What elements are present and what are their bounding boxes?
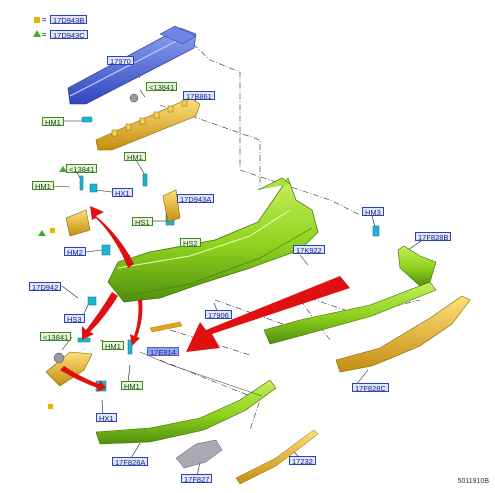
marker-square-2 [48, 404, 53, 409]
legend-square-dash: = [42, 15, 47, 24]
legend-label-17d943b: 17D943B [50, 15, 88, 25]
label-hx1-a: HX1 [112, 188, 133, 198]
side-bracket-upper [65, 189, 181, 237]
guide-lines [139, 351, 263, 397]
label-17d943a: 17D943A [177, 194, 215, 204]
energy-absorber [95, 97, 201, 151]
label-17f828c: 17F828C [352, 383, 389, 393]
clip-mid [53, 352, 65, 364]
legend-triangle-dash: = [42, 30, 47, 39]
crash-beam [67, 25, 197, 105]
lower-trim [95, 379, 277, 445]
red-arrows [60, 206, 350, 392]
reflector [149, 321, 183, 333]
label-13841-low: <13841 [40, 332, 72, 342]
side-bracket-lower [45, 351, 93, 387]
label-13841-mid: <13841 [66, 164, 98, 174]
label-17f828b: 17F828B [415, 232, 452, 242]
label-17e814: 17E814 [147, 347, 179, 357]
clip-top [129, 93, 139, 103]
label-17k922: 17K922 [293, 245, 325, 255]
label-hm1-a: HM1 [42, 117, 64, 127]
label-hm3: HM3 [362, 207, 384, 217]
label-hm1-b: HM1 [124, 152, 146, 162]
trim-upper-right [263, 245, 437, 345]
label-hm1-c: HM1 [32, 181, 54, 191]
marker-square-1 [50, 228, 55, 233]
trim-strip [235, 429, 319, 485]
legend-label-17d943c: 17D943C [50, 30, 88, 40]
marker-triangle-2 [59, 166, 67, 172]
label-hm1-d: HM1 [102, 341, 124, 351]
label-17f827: 17F827 [181, 474, 213, 484]
legend-square-symbol [34, 17, 40, 23]
label-hs2: HS2 [180, 238, 201, 248]
label-17b861: 17B861 [183, 91, 215, 101]
label-hs3: HS3 [64, 314, 85, 324]
lower-diffuser [335, 295, 471, 373]
label-17906: 17906 [205, 310, 232, 320]
reference-number: 5011910B [457, 478, 489, 485]
label-hm1-e: HM1 [121, 381, 143, 391]
label-hx1-b: HX1 [96, 413, 117, 423]
label-hm2: HM2 [64, 247, 86, 257]
label-17f828a: 17F828A [112, 457, 149, 467]
label-hs1: HS1 [132, 217, 153, 227]
label-17d942: 17D942 [29, 282, 62, 292]
legend-triangle-symbol [33, 30, 41, 37]
label-17232: 17232 [289, 456, 316, 466]
label-13841-top: <13841 [146, 82, 178, 92]
grey-bracket [175, 439, 223, 469]
label-17970: 17970 [107, 56, 134, 66]
marker-triangle-1 [38, 230, 46, 236]
